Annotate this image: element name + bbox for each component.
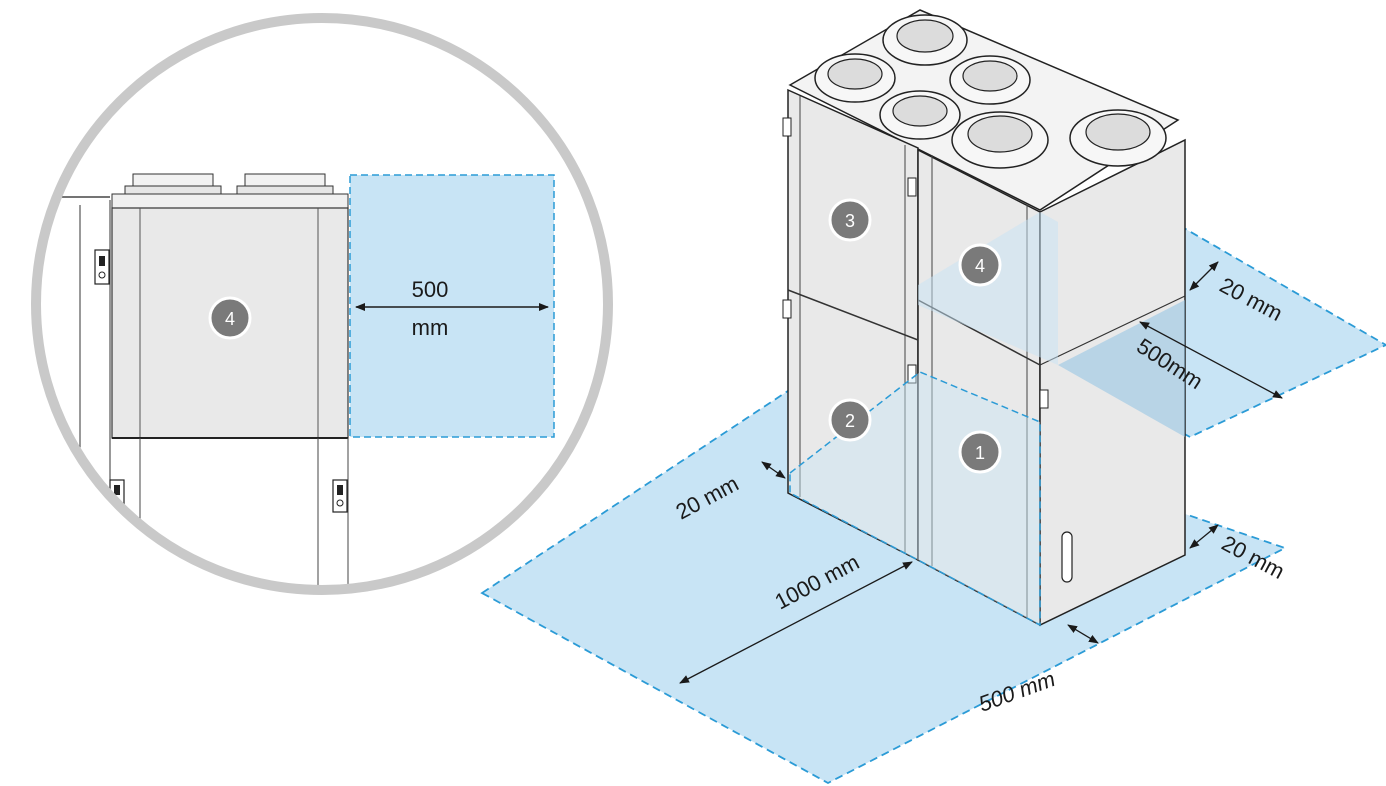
handle-icon: [332, 479, 348, 513]
duct-collar-left: [124, 173, 222, 195]
duct-ring: [814, 53, 896, 103]
duct-ring: [882, 14, 968, 66]
isometric-view: 3 4 2 1 20 mm 500mm 20 mm 1000 mm 20 mm …: [480, 9, 1386, 785]
duct-collar-right: [236, 173, 334, 195]
handle-icon: [782, 299, 792, 319]
duct-ring: [1069, 109, 1167, 167]
duct-ring: [951, 111, 1049, 169]
dim-arrow: [761, 461, 786, 479]
dim-arrow: [679, 561, 913, 684]
detail-view: 4 500 mm: [31, 13, 613, 595]
duct-ring: [879, 90, 961, 140]
clearance-overlay-side-face: [918, 212, 1058, 365]
detail-ring: [31, 13, 613, 595]
dim-arrow: [1067, 624, 1099, 644]
drain-slot: [1061, 531, 1073, 583]
handle-icon: [782, 117, 792, 137]
svg-text:4: 4: [225, 309, 235, 329]
handle-icon: [94, 249, 110, 285]
clearance-overlay-upper: [918, 300, 1185, 437]
dim-arrow: [1189, 261, 1219, 291]
duct-ring: [949, 55, 1031, 105]
detail-clearance-zone: [349, 174, 555, 438]
handle-icon: [1039, 389, 1049, 409]
svg-text:3: 3: [845, 211, 855, 231]
svg-text:2: 2: [845, 411, 855, 431]
badge-4-detail: 4: [208, 296, 252, 340]
badge-1: 1: [958, 430, 1002, 474]
handle-icon: [907, 364, 917, 384]
detail-clearance-unit: mm: [412, 315, 449, 340]
dim-arrow: [1189, 524, 1219, 549]
badge-4: 4: [958, 243, 1002, 287]
dim-arrow: [1139, 321, 1283, 399]
svg-text:1: 1: [975, 443, 985, 463]
detail-clearance-value: 500: [412, 277, 449, 302]
badge-2: 2: [828, 398, 872, 442]
svg-text:4: 4: [975, 256, 985, 276]
handle-icon: [907, 177, 917, 197]
badge-3: 3: [828, 198, 872, 242]
